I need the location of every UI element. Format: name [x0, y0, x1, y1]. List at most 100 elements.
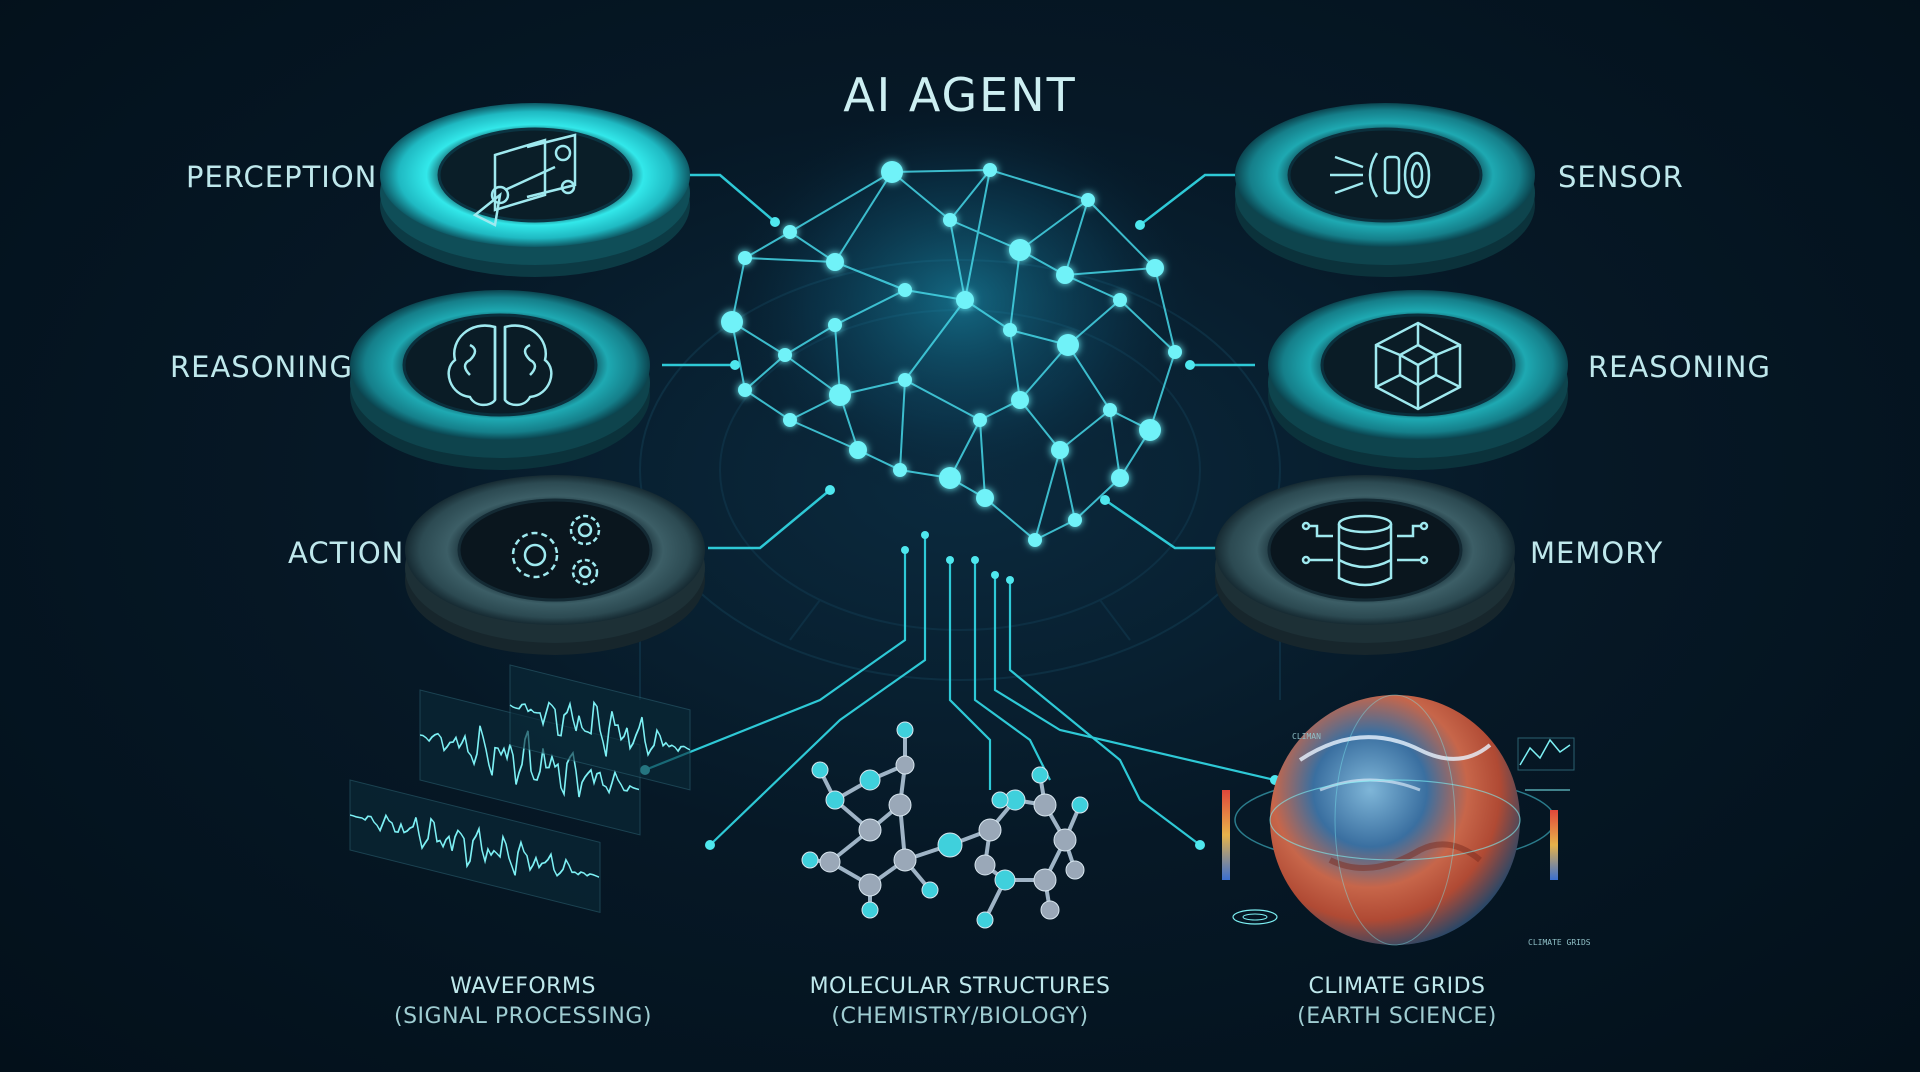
brain-edge — [891, 171, 951, 221]
brain-node — [1139, 419, 1161, 441]
brain-edge — [789, 171, 893, 233]
molecule-atom — [1033, 793, 1057, 817]
label-reasoning-left: REASONING — [170, 350, 353, 384]
brain-node — [1068, 513, 1082, 527]
brain-edge — [904, 299, 966, 381]
brain-circuit-icon — [447, 324, 553, 407]
molecule-atom — [811, 761, 829, 779]
brain-edge — [949, 219, 966, 301]
module-perception[interactable] — [380, 103, 690, 277]
brain-edge — [839, 379, 906, 396]
molecule-atom — [859, 769, 881, 791]
brain-node — [1011, 391, 1029, 409]
brain-node — [956, 291, 974, 309]
molecule-atom — [1053, 828, 1077, 852]
molecule-atom — [1040, 900, 1060, 920]
molecule-atom — [825, 790, 845, 810]
brain-edge — [784, 324, 836, 356]
molecule-atom — [1065, 860, 1085, 880]
brain-edge — [1064, 274, 1121, 301]
molecule-atom — [819, 851, 841, 873]
brain-edge — [1087, 199, 1156, 269]
brain-node — [1111, 469, 1129, 487]
molecule-atom — [1071, 796, 1089, 814]
brain-edge — [744, 389, 791, 421]
brain-edge — [1034, 519, 1076, 541]
molecule-atom — [801, 851, 819, 869]
caption-subtitle: (CHEMISTRY/BIOLOGY) — [831, 1004, 1089, 1029]
molecule-atom — [858, 818, 882, 842]
brain-edge — [789, 419, 859, 451]
brain-edge — [1067, 299, 1121, 346]
database-icon — [1301, 514, 1429, 587]
brain-edge — [731, 321, 746, 391]
brain-node — [881, 161, 903, 183]
brain-edge — [979, 419, 986, 499]
molecule-atom — [895, 755, 915, 775]
brain-edge — [904, 289, 966, 301]
brain-edge — [1067, 344, 1111, 411]
brain-node — [783, 413, 797, 427]
brain-node — [976, 489, 994, 507]
brain-node — [849, 441, 867, 459]
brain-edge — [1119, 299, 1176, 353]
molecule-atom — [994, 869, 1016, 891]
brain-node — [973, 413, 987, 427]
module-memory[interactable] — [1215, 475, 1515, 655]
output-connectors — [644, 535, 1276, 846]
gears-icon — [511, 514, 601, 586]
perception-eye-camera-icon — [472, 133, 577, 227]
brain-node — [783, 225, 797, 239]
brain-edge — [949, 219, 1021, 251]
sensor-emitter-icon — [1330, 151, 1431, 199]
brain-node — [1057, 334, 1079, 356]
brain-edge — [904, 379, 981, 421]
brain-node — [1168, 345, 1182, 359]
caption-title: WAVEFORMS — [450, 974, 596, 999]
brain-node — [939, 467, 961, 489]
brain-edge — [1064, 267, 1156, 276]
caption-waveforms: WAVEFORMS (SIGNAL PROCESSING) — [313, 972, 733, 1032]
brain-node — [738, 383, 752, 397]
module-action[interactable] — [405, 475, 705, 655]
molecule-atom — [1031, 766, 1049, 784]
brain-edge — [1019, 199, 1089, 251]
cube-network-icon — [1374, 321, 1462, 411]
brain-network — [721, 161, 1182, 547]
brain-edge — [1034, 449, 1061, 541]
module-reasoning-right[interactable] — [1268, 290, 1568, 470]
brain-edge — [744, 231, 791, 259]
connector-dots — [730, 217, 1195, 505]
molecule-atom — [974, 854, 996, 876]
brain-edge — [989, 169, 1089, 201]
globe-tag-bottom: CLIMATE GRIDS — [1528, 938, 1591, 947]
molecule-atom — [861, 901, 879, 919]
brain-node — [983, 163, 997, 177]
brain-edge — [1019, 399, 1061, 451]
caption-title: CLIMATE GRIDS — [1308, 974, 1486, 999]
brain-node — [1009, 239, 1031, 261]
brain-edge — [964, 299, 1011, 331]
caption-title: MOLECULAR STRUCTURES — [809, 974, 1111, 999]
brain-edge — [1109, 409, 1121, 479]
brain-edge — [1154, 267, 1176, 353]
molecule-atom — [1033, 868, 1057, 892]
molecule-atom — [976, 911, 994, 929]
molecule-atom — [893, 848, 917, 872]
brain-node — [721, 311, 743, 333]
molecule-atom — [991, 791, 1009, 809]
brain-node — [1113, 293, 1127, 307]
caption-subtitle: (SIGNAL PROCESSING) — [394, 1004, 652, 1029]
label-perception: PERCEPTION — [186, 160, 378, 194]
brain-node — [893, 463, 907, 477]
molecule-atom — [937, 832, 963, 858]
module-sensor[interactable] — [1235, 103, 1535, 277]
brain-node — [1146, 259, 1164, 277]
molecule-icon — [801, 721, 1089, 929]
brain-node — [943, 213, 957, 227]
brain-edge — [891, 169, 991, 173]
brain-node — [898, 283, 912, 297]
module-reasoning-left[interactable] — [350, 290, 650, 470]
brain-node — [828, 318, 842, 332]
brain-edge — [834, 324, 841, 396]
